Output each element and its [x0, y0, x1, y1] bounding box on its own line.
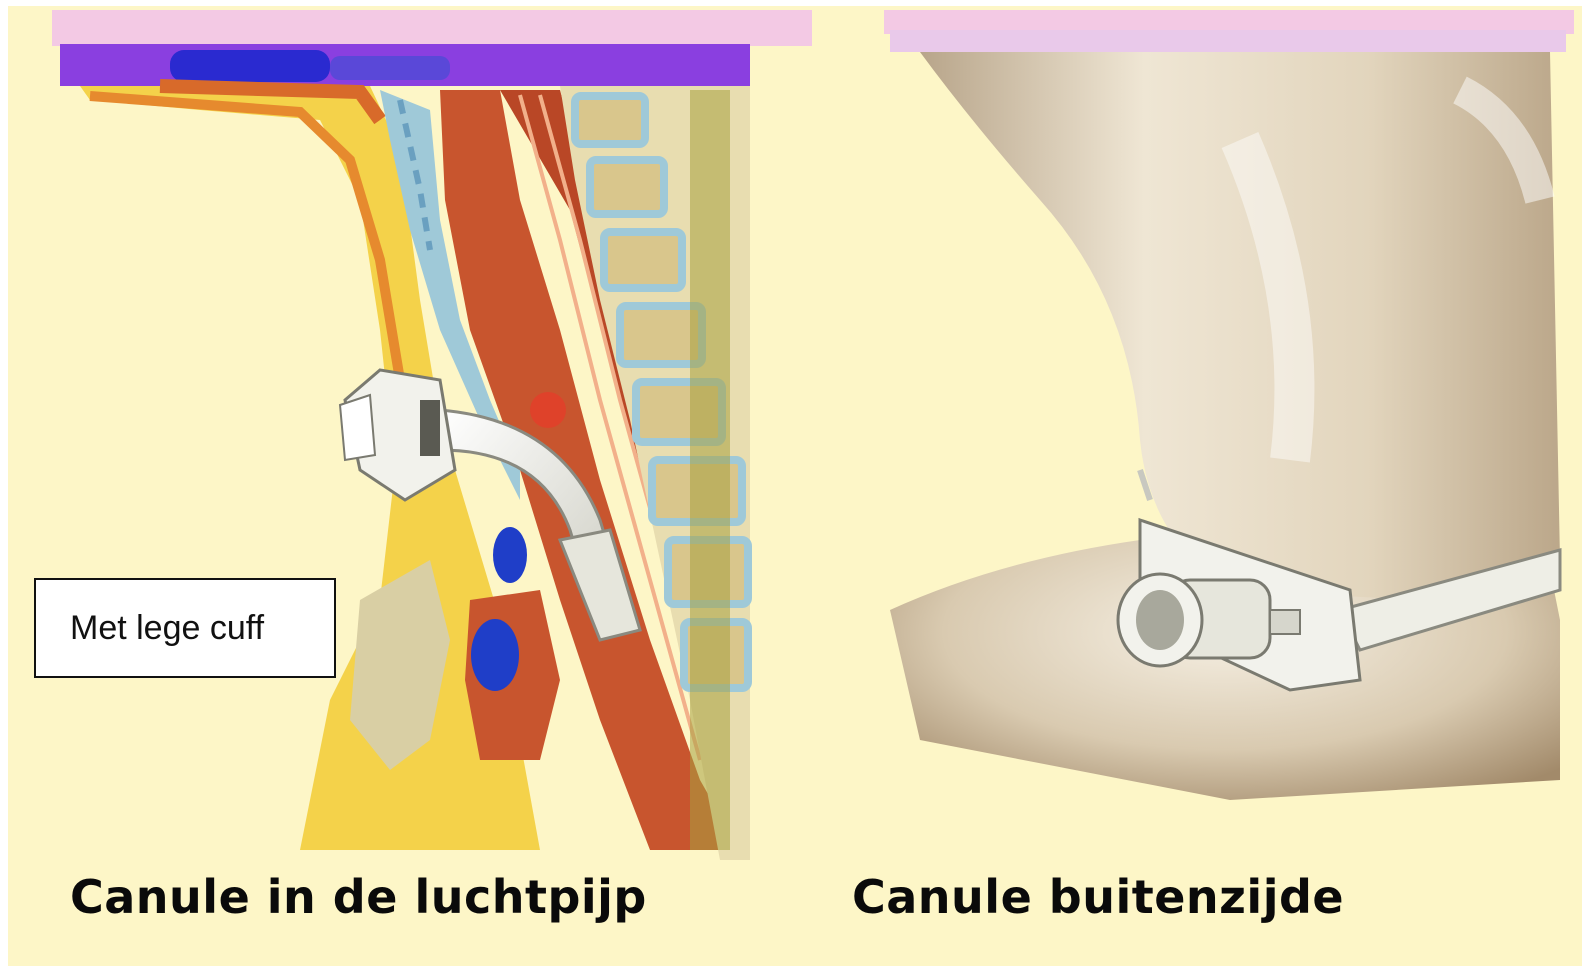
- sagittal-section: [52, 10, 812, 860]
- neck: [920, 52, 1560, 600]
- caption-cannula-exterior: Canule buitenzijde: [852, 870, 1344, 924]
- top-pink-band: [52, 10, 812, 46]
- cuff-upper: [493, 527, 527, 583]
- cuff-lower: [471, 619, 519, 691]
- caption-cannula-in-trachea: Canule in de luchtpijp: [70, 870, 647, 924]
- callout-box-empty-cuff: Met lege cuff: [34, 578, 336, 678]
- neck-exterior: [884, 10, 1574, 800]
- tongue-shape: [170, 50, 330, 82]
- callout-label: Met lege cuff: [70, 609, 264, 648]
- spinal-cord: [690, 90, 730, 850]
